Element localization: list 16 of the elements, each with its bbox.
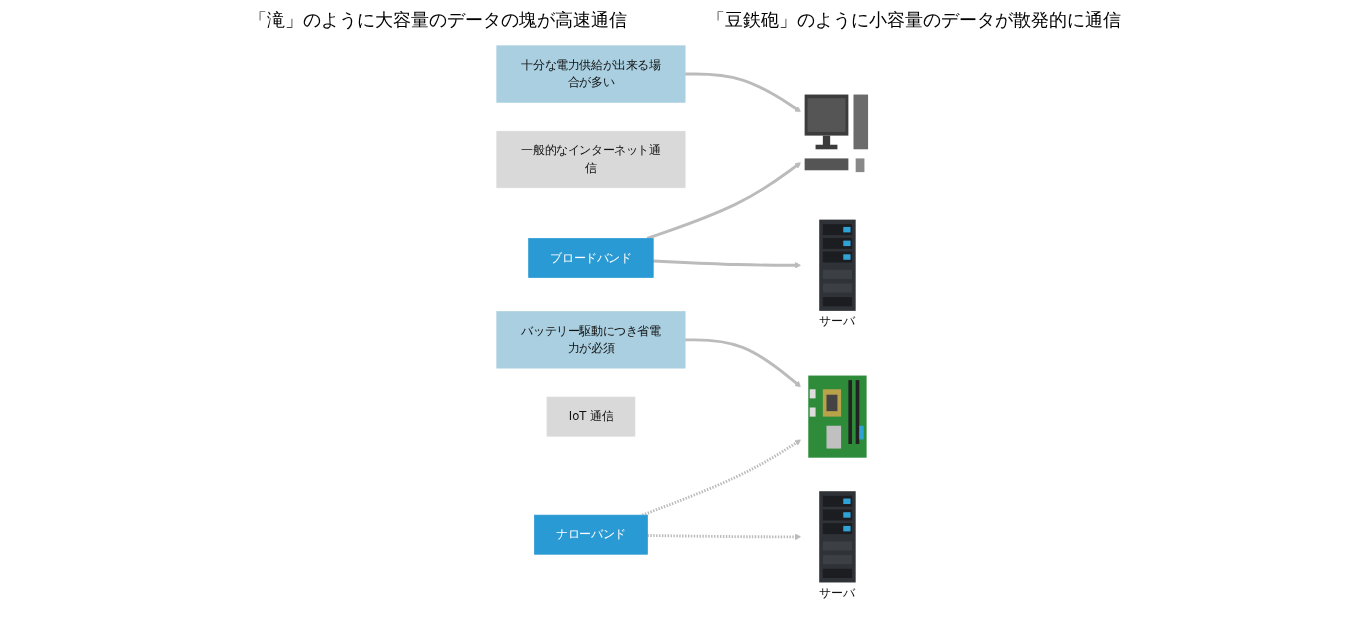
arrow — [684, 72, 801, 113]
node-caption: サーバ — [819, 314, 856, 329]
note-text: 「滝」のように大容量のデータの塊が高速通信 — [249, 8, 627, 32]
node-box: ナローバンド — [533, 514, 648, 555]
node-box: ブロードバンド — [527, 238, 654, 278]
node-box: IoT 通信 — [546, 396, 635, 437]
arrow — [646, 162, 801, 240]
note-text: 「豆鉄砲」のように小容量のデータが散発的に通信 — [707, 8, 1121, 32]
arrow — [652, 259, 801, 269]
arrow — [684, 338, 801, 388]
node-box: 一般的なインターネット通信 — [496, 130, 686, 189]
arrow — [641, 439, 801, 517]
node-box: バッテリー駆動につき省電力が必須 — [496, 311, 686, 369]
node-caption: サーバ — [819, 585, 856, 600]
arrow — [647, 533, 801, 541]
node-box: 十分な電力供給が出来る場合が多い — [496, 45, 686, 103]
